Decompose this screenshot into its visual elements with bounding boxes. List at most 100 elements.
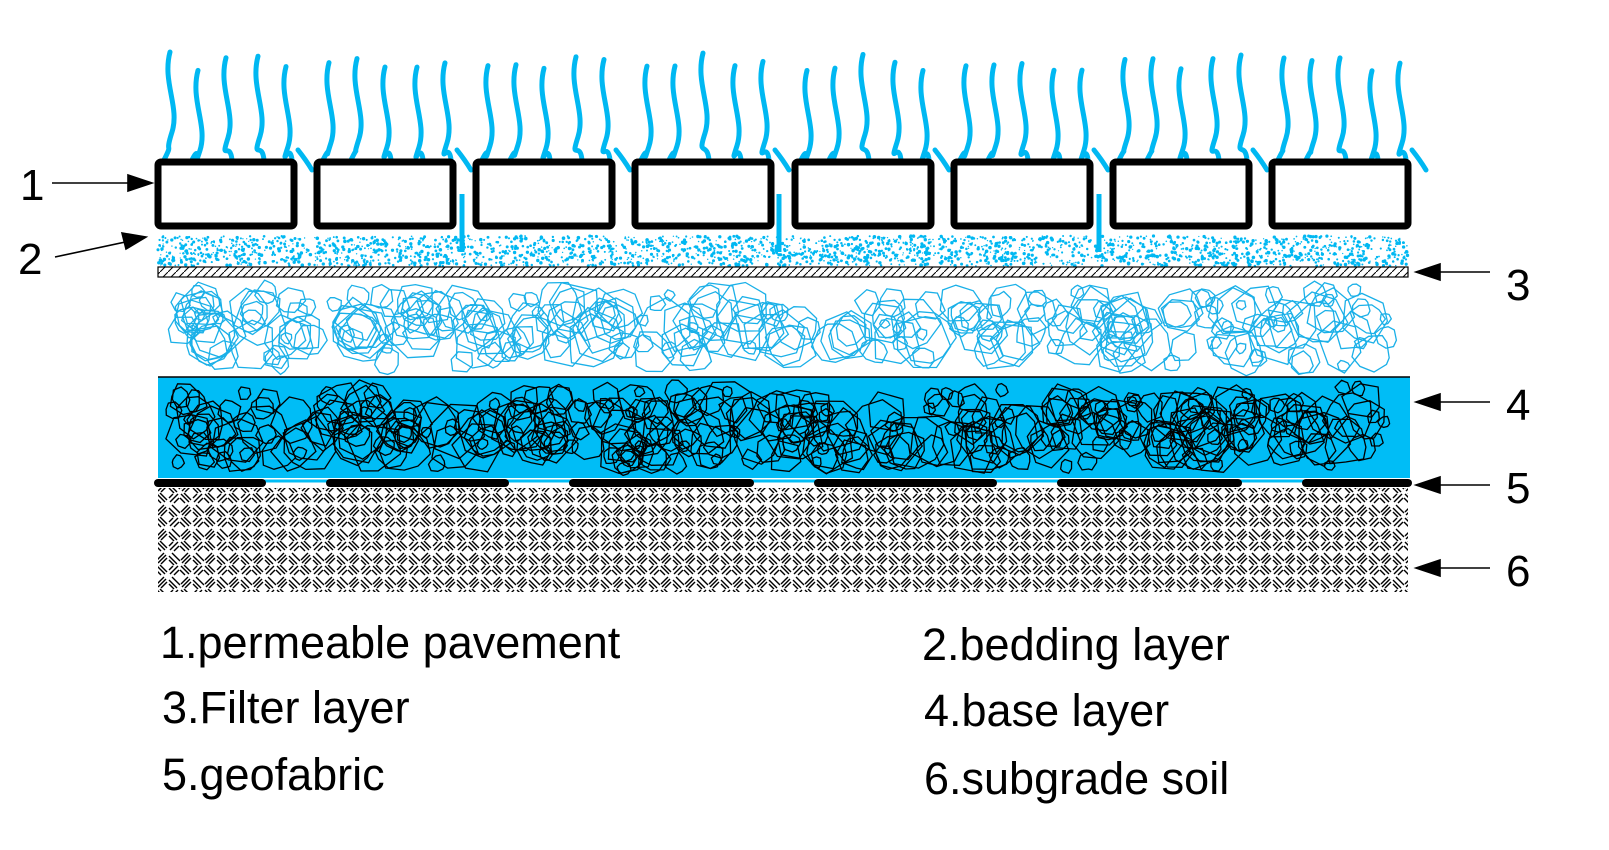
bedding-grain [609,249,612,253]
bedding-grain [646,263,649,266]
bedding-grain [640,262,643,265]
bedding-grain [293,237,297,240]
bedding-grain [909,237,913,242]
bedding-grain [1006,264,1009,267]
bedding-grain [647,244,651,247]
bedding-grain [566,235,569,238]
bedding-grain [283,259,287,263]
bedding-grain [365,260,369,264]
bedding-grain [1215,250,1219,254]
base-stone [458,407,512,459]
bedding-grain [982,253,986,257]
bedding-grain [1333,262,1337,265]
stone [1287,343,1321,375]
bedding-grain [956,257,960,261]
bedding-grain [771,245,774,248]
stone [232,289,287,346]
bedding-grain [1107,252,1109,254]
bedding-grain [590,234,594,238]
bedding-grain [222,255,225,258]
bedding-grain [1321,258,1323,261]
stone [340,327,364,350]
bedding-grain [645,262,648,264]
base-stone [802,422,854,475]
water-stream [1077,67,1091,163]
bedding-grain [594,264,597,267]
base-stone [463,409,509,456]
base-stone [1048,428,1070,452]
bedding-grain [1381,238,1385,242]
bedding-grain [1231,253,1234,257]
bedding-grain [1266,250,1271,255]
bedding-grain [1272,251,1276,255]
bedding-grain [711,262,714,265]
bedding-grain [809,254,812,257]
stone [596,288,644,330]
bedding-grain [787,256,792,260]
bedding-grain [639,255,642,258]
bedding-grain [1109,247,1111,249]
bedding-grain [426,251,430,255]
bedding-grain [366,243,370,247]
bedding-grain [401,240,404,242]
base-stone [623,417,660,456]
bedding-grain [834,255,838,259]
stone [537,281,583,327]
base-stone [611,444,643,474]
bedding-grain [456,246,460,249]
bedding-grain [851,261,854,263]
base-stone [1143,425,1178,457]
bedding-grain [908,235,912,239]
stone [571,287,620,342]
water-stream [826,65,842,163]
bedding-grain [328,239,331,241]
bedding-grain [409,259,412,262]
base-stone [339,384,386,423]
bedding-grain [727,236,731,240]
water-stream [613,147,633,173]
bedding-grain [522,264,525,266]
base-stone [1092,436,1109,453]
bedding-grain [1269,260,1272,263]
bedding-grain [691,236,694,238]
bedding-grain [1277,252,1281,255]
base-stone [1324,460,1336,471]
bedding-grain [365,238,368,241]
bedding-grain [1003,256,1006,259]
bedding-grain [193,248,197,252]
bedding-grain [788,244,791,247]
bedding-grain [514,244,518,248]
base-stone [698,381,754,438]
bedding-grain [1191,261,1194,263]
bedding-grain [576,238,579,242]
bedding-grain [981,245,983,248]
base-stone [883,431,925,470]
bedding-grain [329,237,331,239]
bedding-grain [909,244,912,246]
base-stone [471,391,517,434]
bedding-grain [1272,263,1275,266]
bedding-grain [876,242,881,246]
stone [915,328,928,341]
bedding-grain [1046,248,1050,252]
bedding-grain [449,246,454,250]
base-stone [571,425,605,461]
bedding-grain [1233,251,1236,255]
bedding-grain [259,253,264,257]
bedding-grain [342,247,346,252]
bedding-grain [319,255,321,257]
bedding-grain [1077,237,1079,239]
bedding-grain [426,254,429,257]
stone [1105,315,1154,363]
bedding-grain [758,251,761,254]
bedding-grain [1311,257,1314,260]
bedding-grain [877,252,882,257]
bedding-grain [1281,249,1283,252]
base-stone [1059,458,1073,474]
bedding-grain [1045,240,1050,245]
bedding-grain [1057,250,1060,252]
bedding-grain [629,260,632,264]
bedding-grain [721,251,723,253]
bedding-grain [1230,262,1234,265]
bedding-grain [1166,235,1170,239]
